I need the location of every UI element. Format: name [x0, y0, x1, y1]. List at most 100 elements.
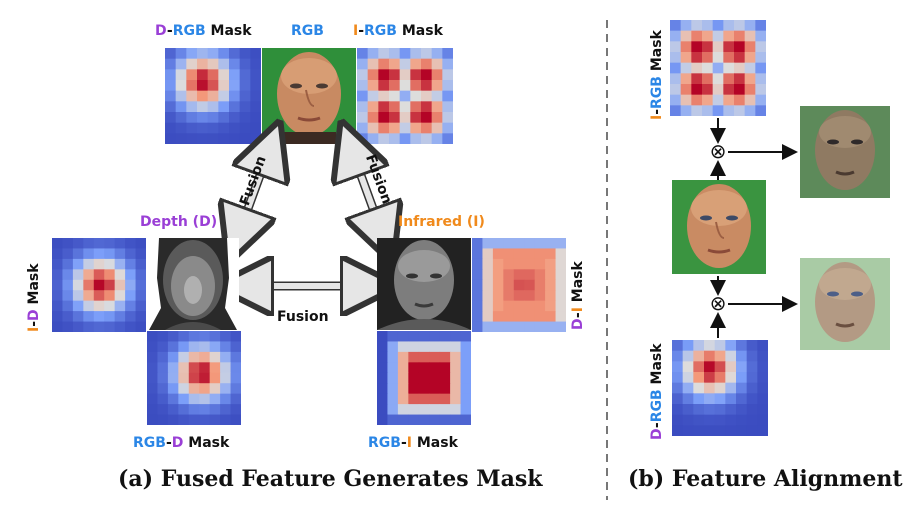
- mask-cell: [755, 84, 766, 96]
- mask-cell: [186, 112, 198, 124]
- mask-cell: [431, 69, 443, 81]
- mask-cell: [439, 341, 451, 353]
- i-rgb-mask-b: [670, 20, 766, 116]
- mask-cell: [397, 372, 409, 384]
- mask-cell: [175, 90, 187, 102]
- mask-cell: [524, 238, 536, 249]
- mask-cell: [450, 341, 462, 353]
- mask-cell: [165, 80, 177, 92]
- mask-cell: [545, 258, 557, 270]
- mask-cell: [691, 41, 703, 53]
- rgb-face-photo-b: [672, 180, 766, 274]
- mask-cell: [408, 383, 420, 395]
- mask-cell: [410, 133, 422, 144]
- mask-cell: [377, 341, 388, 353]
- mask-cell: [387, 372, 399, 384]
- mask-cell: [439, 351, 451, 363]
- mask-cell: [397, 393, 409, 405]
- mask-cell: [378, 90, 390, 102]
- mask-cell: [431, 101, 443, 113]
- mask-cell: [460, 331, 471, 342]
- mask-cell: [431, 58, 443, 70]
- mask-cell: [421, 48, 433, 60]
- mask-cell: [125, 290, 137, 302]
- mask-cell: [250, 48, 261, 60]
- mask-cell: [250, 133, 261, 144]
- mask-cell: [672, 372, 684, 384]
- mask-cell: [93, 321, 105, 332]
- mask-cell: [62, 238, 74, 249]
- mask-cell: [397, 383, 409, 395]
- mask-cell: [734, 20, 746, 32]
- mask-cell: [672, 361, 684, 373]
- mask-cell: [229, 133, 241, 144]
- mask-cell: [714, 425, 726, 436]
- mask-cell: [357, 69, 369, 81]
- mask-cell: [734, 84, 746, 96]
- mask-cell: [524, 248, 536, 260]
- mask-cell: [239, 90, 251, 102]
- mask-cell: [377, 404, 388, 416]
- mask-cell: [229, 122, 241, 134]
- mask-cell: [410, 48, 422, 60]
- mask-cell: [723, 20, 735, 32]
- mask-cell: [545, 279, 557, 291]
- mask-cell: [239, 122, 251, 134]
- mask-cell: [725, 404, 737, 416]
- mask-cell: [503, 290, 515, 302]
- mask-cell: [239, 80, 251, 92]
- mask-cell: [230, 414, 241, 425]
- mask-cell: [157, 383, 169, 395]
- caption-a: (a) Fused Feature Generates Mask: [118, 466, 543, 492]
- label-i-d-mask: I-D Mask: [26, 263, 42, 332]
- mask-cell: [482, 258, 494, 270]
- mask-cell: [421, 90, 433, 102]
- mask-cell: [723, 41, 735, 53]
- mask-cell: [418, 393, 430, 405]
- mask-cell: [450, 351, 462, 363]
- mask-cell: [52, 321, 63, 332]
- mask-cell: [197, 90, 209, 102]
- mask-cell: [387, 341, 399, 353]
- mask-cell: [524, 279, 536, 291]
- mask-cell: [357, 58, 369, 70]
- mask-cell: [431, 90, 443, 102]
- mask-cell: [167, 404, 179, 416]
- mask-cell: [439, 331, 451, 342]
- mask-cell: [229, 58, 241, 70]
- mask-cell: [439, 362, 451, 374]
- mask-cell: [691, 84, 703, 96]
- mask-cell: [472, 248, 483, 260]
- mask-cell: [702, 52, 714, 64]
- mask-cell: [524, 300, 536, 312]
- mask-cell: [157, 362, 169, 374]
- mask-cell: [367, 69, 379, 81]
- mask-cell: [734, 73, 746, 85]
- mask-cell: [408, 372, 420, 384]
- mask-cell: [555, 290, 566, 302]
- mask-cell: [229, 90, 241, 102]
- mask-cell: [702, 30, 714, 42]
- mask-cell: [746, 414, 758, 426]
- mask-cell: [147, 414, 158, 425]
- mask-cell: [757, 414, 768, 426]
- mask-cell: [492, 269, 504, 281]
- mask-cell: [357, 90, 369, 102]
- mask-cell: [672, 414, 684, 426]
- mask-cell: [492, 321, 504, 332]
- mask-cell: [492, 248, 504, 260]
- mask-cell: [534, 311, 546, 323]
- mask-cell: [62, 279, 74, 291]
- mask-cell: [229, 80, 241, 92]
- mask-cell: [682, 425, 694, 436]
- mask-cell: [135, 248, 146, 260]
- mask-cell: [725, 382, 737, 394]
- mask-cell: [218, 48, 230, 60]
- mask-cell: [167, 414, 179, 425]
- mask-cell: [186, 58, 198, 70]
- mask-cell: [672, 340, 684, 352]
- mask-cell: [175, 133, 187, 144]
- mask-cell: [229, 112, 241, 124]
- mask-cell: [534, 321, 546, 332]
- mask-cell: [672, 382, 684, 394]
